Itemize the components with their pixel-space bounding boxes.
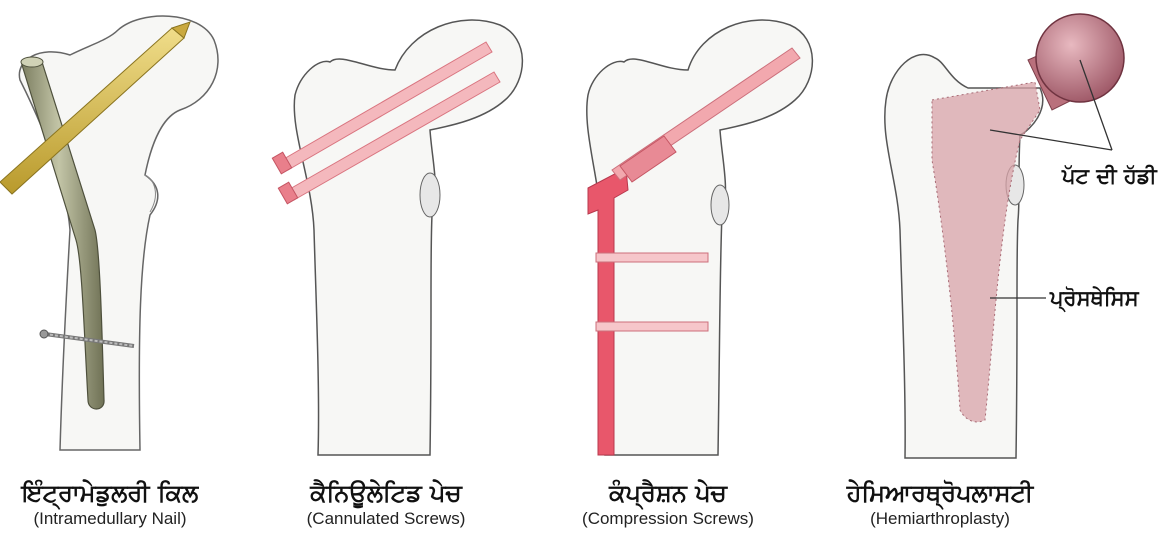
cortical-screw-icon bbox=[596, 253, 708, 262]
caption-title-pa: ਕੰਪ੍ਰੈਸ਼ਨ ਪੇਚ bbox=[518, 478, 818, 508]
caption-title-pa: ਕੈਨਿਊਲੇਟਿਡ ਪੇਚ bbox=[236, 478, 536, 508]
panel-compression-screws bbox=[587, 20, 813, 455]
panel-cannulated-screws bbox=[272, 20, 522, 455]
femur-label: ਪੱਟ ਦੀ ਹੱਡੀ bbox=[1062, 164, 1157, 189]
caption-compression-screws: ਕੰਪ੍ਰੈਸ਼ਨ ਪੇਚ (Compression Screws) bbox=[518, 478, 818, 530]
caption-title-en: (Compression Screws) bbox=[518, 508, 818, 530]
caption-title-pa: ਇੰਟ੍ਰਾਮੇਡੁਲਰੀ ਕਿਲ bbox=[0, 478, 260, 508]
caption-title-en: (Hemiarthroplasty) bbox=[790, 508, 1090, 530]
panel-intramedullary-nail bbox=[0, 16, 218, 450]
femur-bone-3 bbox=[587, 20, 813, 455]
caption-title-en: (Intramedullary Nail) bbox=[0, 508, 260, 530]
caption-cannulated-screws: ਕੈਨਿਊਲੇਟਿਡ ਪੇਚ (Cannulated Screws) bbox=[236, 478, 536, 530]
caption-hemiarthroplasty: ਹੇਮਿਆਰਥ੍ਰੋਪਲਾਸਟੀ (Hemiarthroplasty) bbox=[790, 478, 1090, 530]
panel-hemiarthroplasty bbox=[885, 14, 1124, 458]
caption-title-en: (Cannulated Screws) bbox=[236, 508, 536, 530]
cortical-screw-icon bbox=[596, 322, 708, 331]
prosthesis-label: ਪ੍ਰੋਸਥੇਸਿਸ bbox=[1050, 286, 1139, 311]
caption-intramedullary-nail: ਇੰਟ੍ਰਾਮੇਡੁਲਰੀ ਕਿਲ (Intramedullary Nail) bbox=[0, 478, 260, 530]
caption-title-pa: ਹੇਮਿਆਰਥ੍ਰੋਪਲਾਸਟੀ bbox=[790, 478, 1090, 508]
